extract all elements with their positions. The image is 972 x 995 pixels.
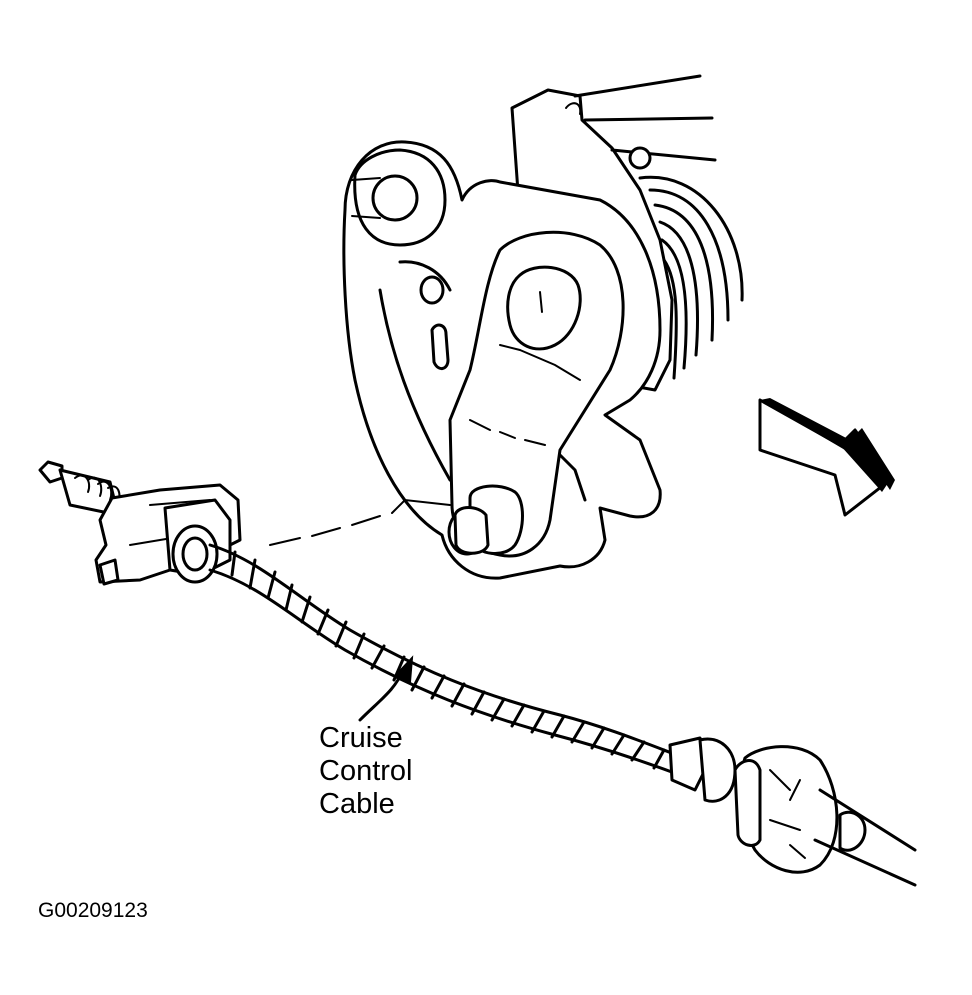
cable-end-fitting: [38, 460, 242, 586]
direction-arrow: [758, 398, 895, 517]
callout-line-2: Control: [319, 755, 413, 787]
callout-line-1: Cruise: [319, 722, 403, 754]
callout-line-3: Cable: [319, 788, 395, 820]
return-spring: [638, 175, 744, 380]
bulkhead-grommet: [668, 736, 917, 887]
throttle-lever: [448, 230, 625, 558]
cable-sheath: [208, 543, 692, 777]
figure-id: G00209123: [38, 899, 148, 922]
callout-leader: [358, 655, 414, 722]
attach-leader-line: [269, 498, 451, 546]
cable-callout-label: Cruise Control Cable: [319, 722, 413, 821]
lever-pin: [447, 484, 524, 556]
